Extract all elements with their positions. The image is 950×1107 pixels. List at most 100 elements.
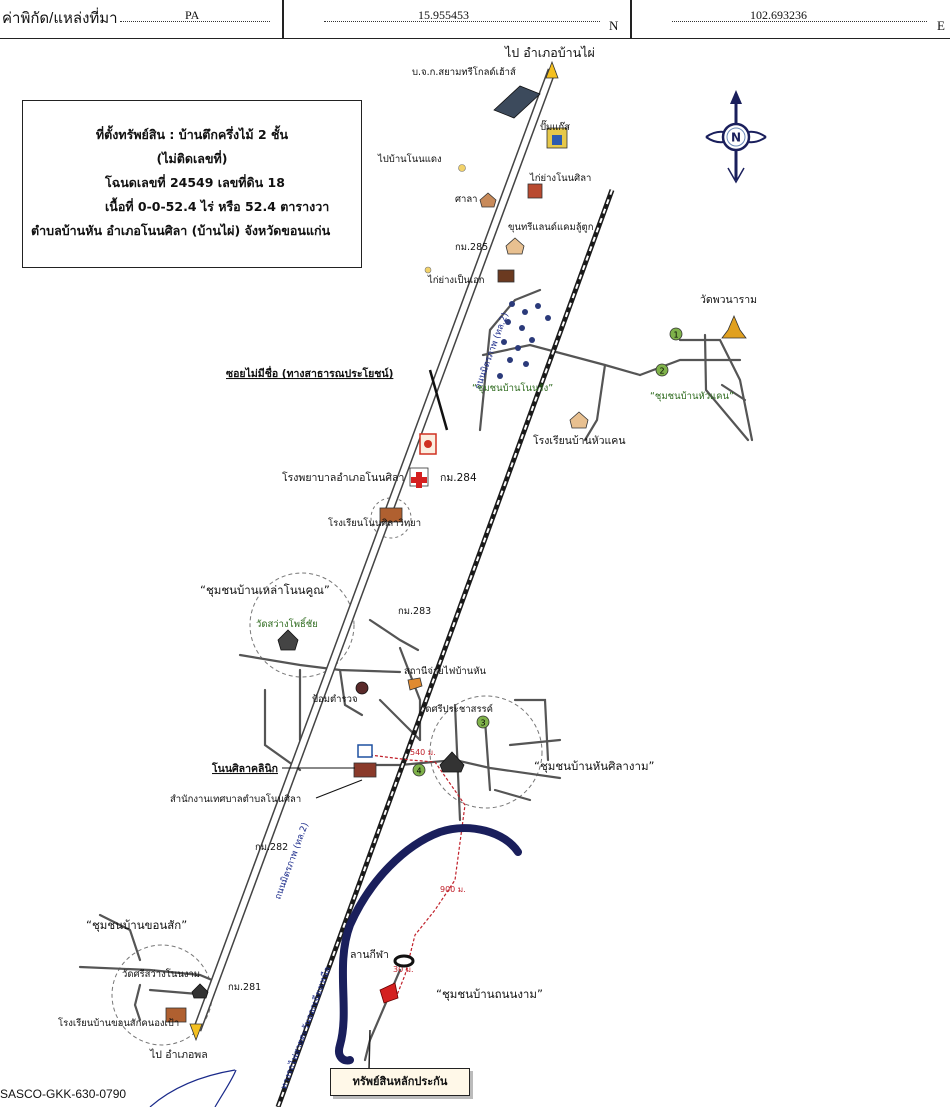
- corner-stroke: [149, 1069, 236, 1107]
- legend-pointer: [368, 1029, 371, 1071]
- arrow-south-icon: [189, 1023, 203, 1042]
- clinic-icon: [357, 744, 373, 758]
- label-wat-phawanaram: วัดพวนาราม: [700, 294, 757, 306]
- label-km283: กม.283: [398, 606, 431, 617]
- police-box-icon: [355, 681, 369, 695]
- label-km284: กม.284: [440, 472, 477, 484]
- chicken-grill-icon: [497, 269, 515, 283]
- temple-phawanaram-icon: [721, 314, 747, 339]
- label-school-hua-khan: โรงเรียนบ้านหัวแคน: [533, 434, 626, 447]
- stadium-icon: [393, 954, 415, 968]
- highway-main: [192, 68, 557, 1032]
- municipal-office-icon: [353, 762, 377, 778]
- latitude-unit: N: [609, 18, 619, 33]
- label-hospital: โรงพยาบาลอำเภอโนนศิลา: [282, 471, 404, 484]
- label-police-box: ป้อมตำรวจ: [312, 694, 358, 705]
- svg-text:2: 2: [659, 367, 664, 376]
- longitude-cell: 102.693236 E: [632, 0, 950, 38]
- info-area: เนื้อที่ 0-0-52.4 ไร่ หรือ 52.4 ตารางวา: [105, 199, 330, 214]
- sala-icon: [479, 192, 497, 208]
- river: [335, 824, 522, 1065]
- label-wat-sri-sawang: วัดศรีสว่างโนนงาม: [122, 968, 200, 980]
- label-community-han-sila-ngam: “ชุมชนบ้านหันศิลางาม”: [534, 759, 655, 773]
- label-community-lao-non-khun: “ชุมชนบ้านเหล่าโนนคูณ”: [200, 583, 330, 597]
- corner-stroke-2: [214, 1069, 237, 1107]
- soi-pointer: [428, 369, 449, 431]
- distance-900: 900 ม.: [440, 885, 466, 894]
- coordinates-header: ค่าพิกัด/แหล่งที่มา PA 15.955453 N 102.6…: [0, 0, 950, 39]
- label-gas-station: ปั๊มแก๊ส: [540, 119, 570, 133]
- svg-text:4: 4: [416, 767, 421, 776]
- label-chicken-grill-pen: ไก่ย่างเป็นเอก: [427, 273, 485, 286]
- label-municipal-office: สำนักงานเทศบาลตำบลโนนศิลา: [170, 793, 301, 805]
- house-icon: [505, 237, 525, 255]
- community-circle-han-sila-ngam: [429, 695, 543, 809]
- marker-3: 3: [476, 715, 490, 729]
- temple-sri-prachasan-icon: [439, 751, 465, 773]
- label-community-thanon-ngam: “ชุมชนบ้านถนนงาม”: [436, 987, 543, 1001]
- distance-540: 540 ม.: [410, 748, 436, 757]
- label-unnamed-soi: ซอยไม่มีชื่อ (ทางสาธารณประโยชน์): [226, 365, 393, 380]
- property-info-box: ที่ตั้งทรัพย์สิน : บ้านตึกครึ่งไม้ 2 ชั้…: [22, 100, 362, 268]
- highway-name-label-south: ถนนมิตรภาพ (ทล.2): [272, 821, 310, 901]
- location-map: ทางรถไฟสายตะวันออกเฉียงเหนือ ถนนมิตรภาพ …: [0, 45, 767, 1107]
- label-wat-sri-prachasan: วัดศรีประชาสรรค์: [420, 703, 493, 715]
- company-warehouse-icon: [493, 85, 541, 119]
- arrow-north-icon: [545, 60, 559, 79]
- source-value: PA: [185, 8, 200, 22]
- longitude-unit: E: [937, 18, 945, 33]
- railway-line: [275, 189, 615, 1107]
- pin-markers: [424, 164, 466, 274]
- label-chicken-grill-nonsila: ไก่ย่างโนนศิลา: [529, 172, 591, 184]
- collateral-legend: ทรัพย์สินหลักประกัน: [330, 1068, 470, 1096]
- label-to-ban-non-daeng: ไปบ้านโนนแดง: [377, 153, 442, 165]
- label-sala: ศาลา: [455, 194, 478, 205]
- info-location: ตำบลบ้านหัน อำเภอโนนศิลา (บ้านไผ่) จังหว…: [31, 223, 331, 238]
- school-khon-sak-icon: [165, 1007, 187, 1023]
- reference-code: SASCO-GKK-630-0790: [0, 1087, 126, 1101]
- substation-icon: [407, 677, 423, 691]
- label-school-nonsila: โรงเรียนโนนศิลาวิทยา: [328, 517, 421, 529]
- svg-text:1: 1: [673, 331, 678, 340]
- distance-30: 30 ม.: [393, 965, 414, 974]
- label-school-khon-sak: โรงเรียนบ้านขอนสักคนองเป้า: [58, 1017, 179, 1029]
- label-km281: กม.281: [228, 982, 261, 993]
- school-nonsila-icon: [379, 507, 403, 523]
- label-km282: กม.282: [255, 842, 288, 853]
- property-marker-icon: [379, 982, 399, 1004]
- label-community-khon-sak: “ชุมชนบ้านขอนสัก”: [86, 918, 187, 932]
- label-ban-sri-land: ขุนทรีแลนด์แคมลู้ตูก: [508, 221, 594, 233]
- latitude-cell: 15.955453 N: [284, 0, 630, 38]
- school-circle: [370, 497, 412, 539]
- hospital-icon: [409, 467, 429, 488]
- compass-rose-icon: N: [705, 90, 767, 184]
- marker-4: 4: [412, 763, 426, 777]
- label-substation: สถานีจ่ายไฟบ้านหัน: [404, 665, 486, 677]
- gas-station-icon: [546, 127, 568, 149]
- label-community-hua-khan-north: “ชุมชนบ้านหัวแคน”: [650, 391, 734, 402]
- label-to-amphoe-phon: ไป อำเภอพล: [149, 1048, 208, 1061]
- svg-text:3: 3: [480, 719, 485, 728]
- local-roads: [78, 288, 754, 1062]
- marker-2: 2: [655, 363, 669, 377]
- warning-sign-icon: [419, 433, 437, 455]
- longitude-value: 102.693236: [750, 8, 807, 22]
- marker-1: 1: [669, 327, 683, 341]
- chicken-shop-icon: [527, 183, 543, 199]
- temple-sri-sawang-icon: [191, 983, 209, 999]
- info-deed: โฉนดเลขที่ 24549 เลขที่ดิน 18: [105, 175, 285, 190]
- info-no-house-number: (ไม่ติดเลขที่): [156, 151, 228, 166]
- municipal-pointer: [315, 779, 363, 799]
- school-hua-khan-icon: [569, 411, 589, 429]
- community-circle-lao-non-khun: [249, 572, 355, 678]
- source-cell: ค่าพิกัด/แหล่งที่มา PA: [0, 0, 282, 38]
- label-clinic: โนนศิลาคลินิก: [211, 762, 278, 775]
- info-title: ที่ตั้งทรัพย์สิน : บ้านตึกครึ่งไม้ 2 ชั้…: [95, 127, 289, 142]
- label-to-ban-phai: ไป อำเภอบ้านไผ่: [504, 45, 595, 60]
- tree-cluster: [497, 301, 551, 379]
- temple-sawang-icon: [277, 629, 299, 651]
- railway-name-label: ทางรถไฟสายตะวันออกเฉียงเหนือ: [278, 965, 333, 1091]
- label-stadium: ลานกีฬา: [350, 948, 389, 961]
- label-wat-sawang-phothi: วัดสว่างโพธิ์ชัย: [256, 616, 318, 630]
- label-km285: กม.285: [455, 242, 488, 253]
